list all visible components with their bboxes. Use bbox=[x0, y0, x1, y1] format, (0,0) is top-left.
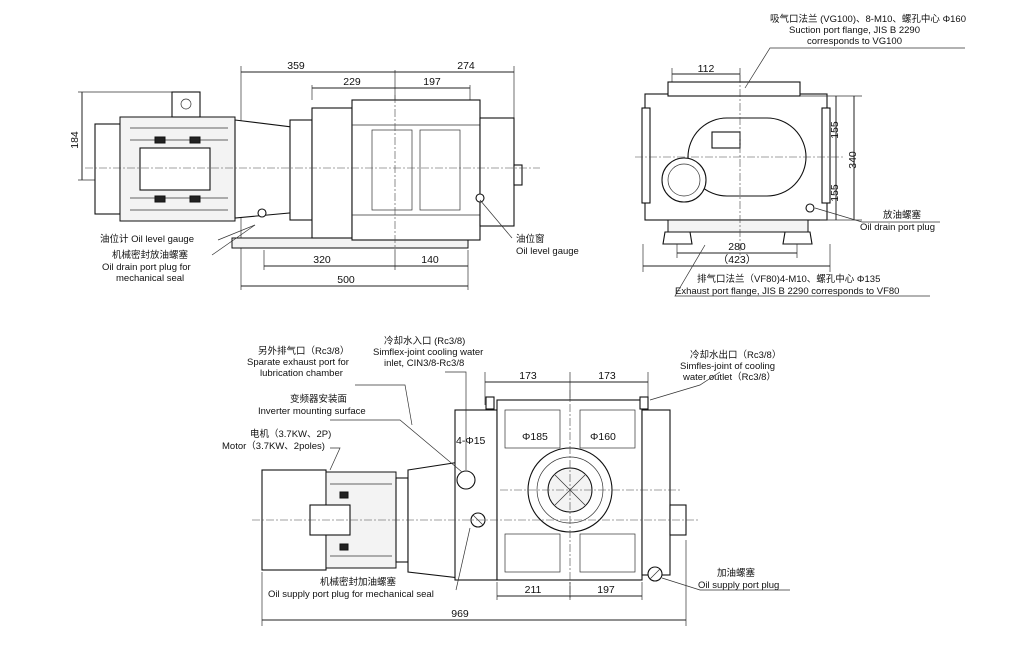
side-view: 359 274 229 197 184 bbox=[69, 60, 579, 290]
side-dim-184: 184 bbox=[69, 131, 81, 149]
top-label-motor-en: Motor（3.7KW、2poles) bbox=[222, 440, 325, 452]
side-dim-320: 320 bbox=[313, 254, 331, 266]
end-dim-280: 280 bbox=[728, 241, 746, 253]
end-label-suction-zh: 吸气口法兰 (VG100)、8-M10、螺孔中心 Φ160 bbox=[770, 13, 966, 25]
end-dim-423: （423） bbox=[718, 254, 757, 266]
end-label-suction-en2: corresponds to VG100 bbox=[807, 36, 902, 47]
side-label-oil-level: 油位计 Oil level gauge bbox=[100, 233, 194, 245]
end-dim-112: 112 bbox=[698, 63, 715, 75]
side-dim-197: 197 bbox=[423, 76, 441, 88]
top-dim-173b: 173 bbox=[598, 370, 616, 382]
side-dim-140: 140 bbox=[421, 254, 439, 266]
end-dim-340: 340 bbox=[847, 151, 859, 169]
end-label-drain-zh: 放油螺塞 bbox=[883, 209, 922, 221]
top-label-phi185: Φ185 bbox=[522, 431, 548, 443]
end-label-suction-en1: Suction port flange, JIS B 2290 bbox=[789, 25, 920, 36]
end-dim-155a: 155 bbox=[829, 121, 841, 139]
top-dim-197: 197 bbox=[597, 584, 615, 596]
side-dim-229: 229 bbox=[343, 76, 361, 88]
top-dim-173a: 173 bbox=[519, 370, 537, 382]
side-dim-274: 274 bbox=[457, 60, 475, 72]
top-label-sep-en2: lubrication chamber bbox=[260, 368, 343, 379]
side-label-drain-zh: 机械密封放油螺塞 bbox=[112, 249, 189, 261]
top-label-inverter-zh: 变频器安装面 bbox=[290, 393, 347, 405]
side-dim-500: 500 bbox=[337, 274, 355, 286]
top-label-holes: 4-Φ15 bbox=[456, 435, 486, 447]
top-label-cool-out-zh: 冷却水出口（Rc3/8） bbox=[690, 349, 781, 361]
end-label-exhaust-zh: 排气口法兰（VF80)4-M10、螺孔中心 Φ135 bbox=[697, 273, 880, 285]
top-label-seal-en: Oil supply port plug for mechanical seal bbox=[268, 589, 434, 600]
side-label-drain-en2: mechanical seal bbox=[116, 273, 184, 284]
top-view: 173 173 bbox=[222, 335, 790, 626]
top-label-sep-zh: 另外排气口（Rc3/8） bbox=[258, 345, 349, 357]
top-label-cool-in-en2: inlet, CIN3/8-Rc3/8 bbox=[384, 358, 464, 369]
top-label-sep-en1: Sparate exhaust port for bbox=[247, 357, 349, 368]
side-label-window-en: Oil level gauge bbox=[516, 246, 579, 257]
side-label-drain-en1: Oil drain port plug for bbox=[102, 262, 191, 273]
end-dim-155b: 155 bbox=[829, 184, 841, 202]
top-dim-211: 211 bbox=[525, 584, 542, 596]
top-label-supply-zh: 加油螺塞 bbox=[717, 567, 756, 579]
top-label-cool-in-zh: 冷却水入口 (Rc3/8) bbox=[384, 335, 465, 347]
top-label-supply-en: Oil supply port plug bbox=[698, 580, 779, 591]
top-label-cool-out-en2: water outlet（Rc3/8） bbox=[682, 371, 776, 383]
top-label-cool-out-en1: Simfles-joint of cooling bbox=[680, 361, 775, 372]
top-label-cool-in-en1: Simflex-joint cooling water bbox=[373, 347, 483, 358]
side-dim-359: 359 bbox=[287, 60, 305, 72]
side-label-window-zh: 油位窗 bbox=[516, 233, 545, 245]
top-label-inverter-en: Inverter mounting surface bbox=[258, 406, 366, 417]
top-dim-969: 969 bbox=[451, 608, 469, 620]
top-label-motor-zh: 电机（3.7KW、2P) bbox=[250, 428, 331, 440]
end-view: 112 155 340 155 280 （423） bbox=[635, 13, 966, 297]
end-label-exhaust-en: Exhaust port flange, JIS B 2290 correspo… bbox=[675, 286, 899, 297]
top-label-seal-zh: 机械密封加油螺塞 bbox=[320, 576, 397, 588]
top-label-phi160: Φ160 bbox=[590, 431, 616, 443]
end-label-drain-en: Oil drain port plug bbox=[860, 222, 935, 233]
